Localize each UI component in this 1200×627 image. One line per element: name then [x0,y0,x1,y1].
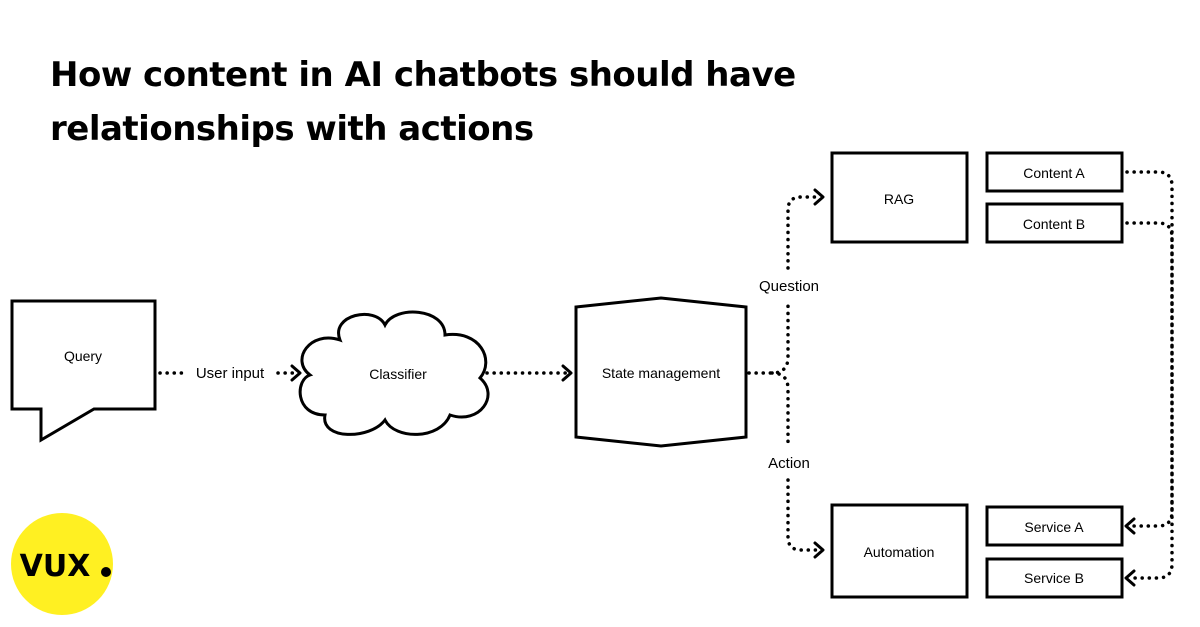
question-label: Question [759,278,819,295]
action-label: Action [768,455,810,472]
query-label: Query [64,348,102,364]
vux-logo-dot [101,567,111,577]
content-b-node: Content B [985,202,1124,244]
content-a-node: Content A [985,151,1124,193]
vux-logo-text: VUX [20,549,91,584]
service-a-node: Service A [985,505,1124,547]
edge-classifier-to-state [485,364,573,382]
edge-user-input: User input [158,364,302,382]
query-node: Query [10,299,157,443]
page-title-line-1: How content in AI chatbots should have [50,55,796,95]
vux-logo-circle [11,513,113,615]
content-a-label: Content A [1023,165,1085,181]
classifier-node: Classifier [298,310,490,436]
automation-node: Automation [830,503,969,599]
page-title-line-2: relationships with actions [50,109,534,149]
content-b-label: Content B [1023,216,1085,232]
state-management-label: State management [602,365,720,381]
edge-action: Action [768,371,825,559]
automation-label: Automation [864,544,935,560]
service-b-node: Service B [985,557,1124,599]
service-a-label: Service A [1024,519,1084,535]
edge-content-b-to-service-b [1124,221,1174,587]
edge-question: Question [747,188,825,375]
rag-label: RAG [884,191,914,207]
edge-content-a-to-service-a [1124,170,1174,535]
classifier-label: Classifier [369,366,427,382]
user-input-label: User input [196,365,265,382]
state-management-node: State management [574,296,748,448]
vux-logo: VUX [11,513,113,615]
rag-node: RAG [830,151,969,244]
page-title: How content in AI chatbots should have r… [50,48,950,156]
service-b-label: Service B [1024,570,1084,586]
